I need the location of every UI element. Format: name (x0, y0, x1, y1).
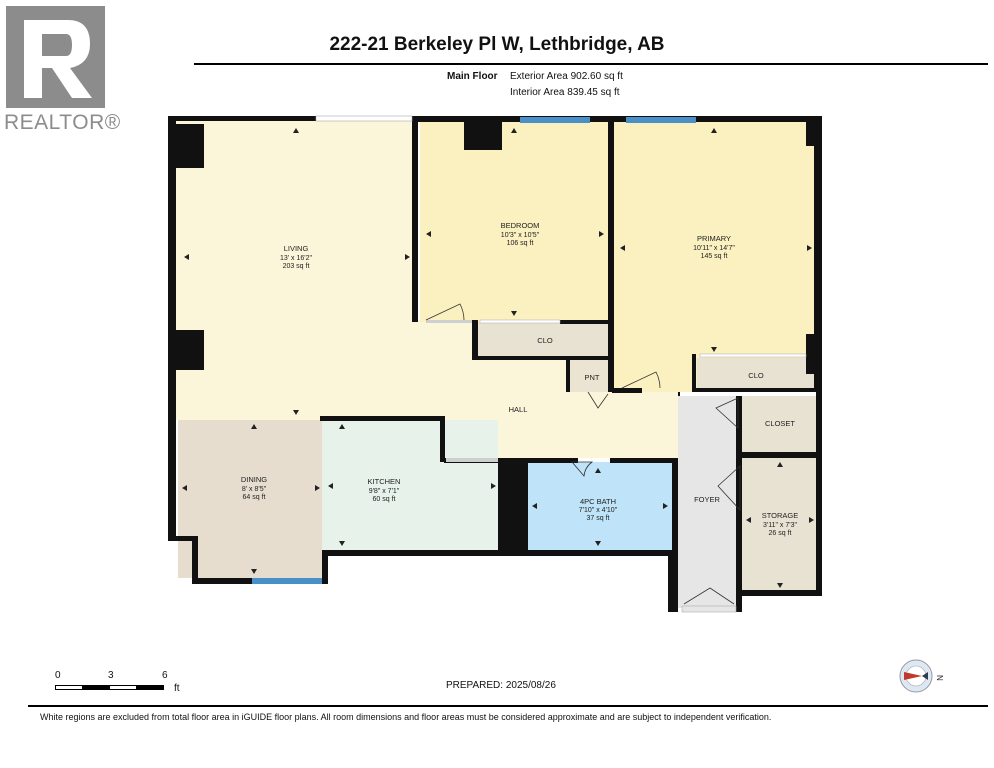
bath-area: 37 sq ft (587, 515, 610, 522)
floor-label: Main Floor (447, 71, 498, 82)
living-name: LIVING (284, 244, 309, 253)
footer-divider (28, 705, 988, 707)
room-foyer (678, 396, 738, 608)
primary-name: PRIMARY (697, 234, 731, 243)
primary-dims: 10'11" x 14'7" (693, 245, 735, 252)
room-labels: LIVING 13' x 16'2" 203 sq ft BEDROOM 10'… (241, 221, 798, 537)
realtor-logo (6, 6, 105, 108)
prepared-date: PREPARED: 2025/08/26 (446, 680, 556, 691)
living-dims: 13' x 16'2" (280, 255, 313, 262)
bedroom-name: BEDROOM (501, 221, 540, 230)
scale-label-6: 6 (162, 670, 168, 681)
pnt-name: PNT (585, 373, 600, 382)
bedroom-area: 106 sq ft (507, 240, 534, 247)
scale-bar: 0 3 6 ft (52, 670, 192, 700)
bath-name: 4PC BATH (580, 497, 616, 506)
clo1-name: CLO (537, 336, 553, 345)
exterior-area: Exterior Area 902.60 sq ft (510, 71, 623, 82)
room-clo2 (697, 358, 815, 390)
clo2-name: CLO (748, 371, 764, 380)
primary-area: 145 sq ft (701, 253, 728, 260)
windows (252, 115, 807, 613)
kitchen-area: 60 sq ft (373, 496, 396, 503)
room-clo1 (478, 322, 610, 356)
storage-dims: 3'11" x 7'3" (763, 522, 797, 529)
header-divider (194, 63, 988, 65)
living-area: 203 sq ft (283, 263, 310, 270)
room-storage (742, 458, 816, 590)
room-pnt (570, 360, 610, 392)
foyer-name: FOYER (694, 495, 720, 504)
scale-unit: ft (174, 683, 180, 694)
realtor-wordmark: REALTOR® (4, 111, 121, 134)
room-bedroom (420, 122, 608, 322)
bath-dims: 7'10" x 4'10" (579, 507, 618, 514)
storage-name: STORAGE (762, 511, 799, 520)
property-address-title: 222-21 Berkeley Pl W, Lethbridge, AB (329, 34, 665, 55)
interior-area: Interior Area 839.45 sq ft (510, 87, 620, 98)
dining-area: 64 sq ft (243, 494, 266, 501)
dining-name: DINING (241, 475, 267, 484)
dimension-markers (182, 128, 814, 588)
storage-area: 26 sq ft (769, 530, 792, 537)
room-kitchen (322, 420, 498, 550)
bedroom-dims: 10'3" x 10'5" (501, 232, 540, 239)
compass-icon: N (898, 656, 948, 696)
closet-name: CLOSET (765, 419, 795, 428)
kitchen-dims: 9'8" x 7'1" (369, 488, 400, 495)
hall-name: HALL (509, 405, 528, 414)
room-living (176, 120, 416, 420)
scale-label-3: 3 (108, 670, 114, 681)
door-swings (425, 303, 741, 605)
kitchen-name: KITCHEN (368, 477, 401, 486)
compass-north-label: N (935, 675, 944, 681)
room-closet (740, 396, 816, 452)
dining-dims: 8' x 8'5" (242, 486, 267, 493)
scale-label-0: 0 (55, 670, 61, 681)
scale-graphic (55, 685, 164, 690)
room-dining (178, 420, 322, 578)
room-bath (528, 462, 672, 550)
disclaimer-text: White regions are excluded from total fl… (40, 712, 772, 722)
